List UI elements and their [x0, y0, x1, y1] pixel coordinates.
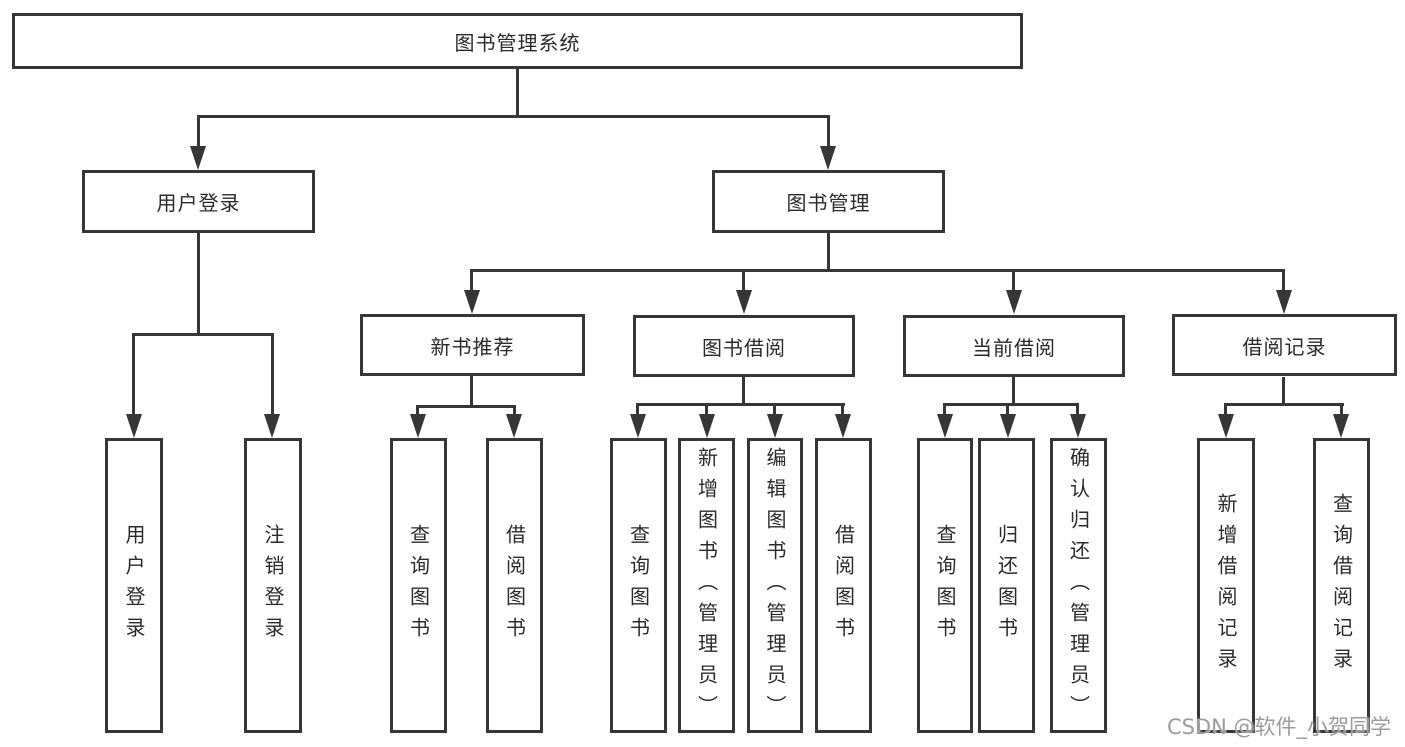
arrowhead-down-icon	[699, 414, 715, 438]
arrowhead-down-icon	[264, 414, 280, 438]
connector-line	[1012, 269, 1015, 292]
node-label: 用户登录	[122, 523, 146, 648]
node-label: 当前借阅	[972, 335, 1056, 360]
leaf-add-borrow-record: 新增借阅记录	[1197, 438, 1255, 733]
arrowhead-down-icon	[1070, 414, 1086, 438]
node-label: 查询图书	[626, 523, 651, 648]
connector-line	[944, 403, 1079, 406]
node-label: 新增图书（管理员）	[694, 447, 719, 726]
node-label: 确认归还（管理员）	[1066, 447, 1091, 726]
connector-line	[943, 403, 946, 416]
connector-line	[197, 115, 830, 118]
arrowhead-down-icon	[464, 290, 480, 314]
arrowhead-down-icon	[630, 414, 646, 438]
node-label: 借阅记录	[1242, 334, 1327, 359]
watermark: CSDN @软件_小贺同学	[1166, 715, 1391, 739]
arrowhead-down-icon	[1006, 290, 1022, 314]
node-label: 图书管理	[786, 191, 871, 215]
node-borrow-records: 借阅记录	[1172, 314, 1397, 376]
connector-line	[773, 403, 776, 416]
connector-line	[470, 269, 473, 292]
arrowhead-down-icon	[1000, 414, 1016, 438]
arrowhead-down-icon	[820, 146, 836, 170]
node-root-library-system: 图书管理系统	[12, 13, 1023, 69]
arrowhead-down-icon	[1276, 290, 1292, 314]
connector-line	[197, 233, 200, 335]
connector-line	[516, 69, 519, 118]
connector-line	[705, 403, 708, 416]
arrowhead-down-icon	[1218, 414, 1234, 438]
node-current-borrow: 当前借阅	[903, 315, 1125, 377]
connector-line	[133, 333, 274, 336]
leaf-borrow-books: 借阅图书	[815, 438, 872, 733]
connector-line	[742, 269, 745, 292]
node-new-book-recommend: 新书推荐	[360, 314, 585, 376]
node-book-borrow: 图书借阅	[633, 315, 855, 377]
leaf-query-borrow-record: 查询借阅记录	[1313, 438, 1370, 733]
node-label: 用户登录	[156, 191, 241, 215]
node-label: 查询借阅记录	[1329, 492, 1354, 679]
connector-line	[637, 403, 845, 406]
node-label: 新书推荐	[430, 334, 515, 359]
connector-line	[1076, 403, 1079, 416]
connector-line	[1282, 377, 1285, 405]
leaf-edit-books-admin: 编辑图书（管理员）	[747, 438, 803, 733]
node-label: 查询图书	[933, 523, 957, 648]
connector-line	[132, 333, 135, 414]
arrowhead-down-icon	[1333, 414, 1349, 438]
leaf-return-books: 归还图书	[978, 438, 1035, 733]
arrowhead-down-icon	[736, 290, 752, 314]
connector-line	[417, 405, 516, 408]
arrowhead-down-icon	[506, 414, 522, 438]
connector-line	[827, 115, 830, 148]
arrowhead-down-icon	[126, 414, 142, 438]
arrowhead-down-icon	[767, 414, 783, 438]
leaf-query-books: 查询图书	[610, 438, 667, 733]
connector-line	[636, 403, 639, 416]
arrowhead-down-icon	[937, 414, 953, 438]
node-label: 借阅图书	[831, 523, 856, 648]
leaf-query-books-current: 查询图书	[917, 438, 973, 733]
connector-line	[1282, 269, 1285, 292]
node-label: 借阅图书	[502, 523, 527, 648]
leaf-user-login: 用户登录	[105, 438, 163, 733]
connector-line	[513, 405, 516, 416]
connector-line	[742, 377, 745, 405]
node-user-login: 用户登录	[82, 170, 315, 233]
connector-line	[470, 376, 473, 408]
leaf-query-books-recommend: 查询图书	[390, 438, 447, 733]
leaf-borrow-books-recommend: 借阅图书	[486, 438, 543, 733]
node-label: 图书借阅	[702, 335, 786, 360]
connector-line	[1225, 403, 1344, 406]
connector-line	[1012, 377, 1015, 405]
node-label: 新增借阅记录	[1214, 492, 1238, 679]
leaf-add-books-admin: 新增图书（管理员）	[678, 438, 735, 733]
node-label: 编辑图书（管理员）	[763, 447, 787, 726]
connector-line	[197, 115, 200, 148]
node-book-management: 图书管理	[712, 170, 945, 233]
connector-line	[471, 269, 1285, 272]
connector-line	[841, 403, 844, 416]
leaf-logout: 注销登录	[244, 438, 302, 733]
leaf-confirm-return-admin: 确认归还（管理员）	[1050, 438, 1107, 733]
connector-line	[827, 233, 830, 272]
node-label: 归还图书	[994, 523, 1019, 648]
arrowhead-down-icon	[410, 414, 426, 438]
connector-line	[1006, 403, 1009, 416]
arrowhead-down-icon	[190, 146, 206, 170]
node-label: 查询图书	[406, 523, 431, 648]
connector-line	[416, 405, 419, 416]
connector-line	[1224, 403, 1227, 416]
node-label: 注销登录	[261, 523, 285, 648]
connector-line	[271, 333, 274, 414]
connector-line	[1340, 403, 1343, 416]
node-label: 图书管理系统	[454, 30, 581, 55]
arrowhead-down-icon	[835, 414, 851, 438]
